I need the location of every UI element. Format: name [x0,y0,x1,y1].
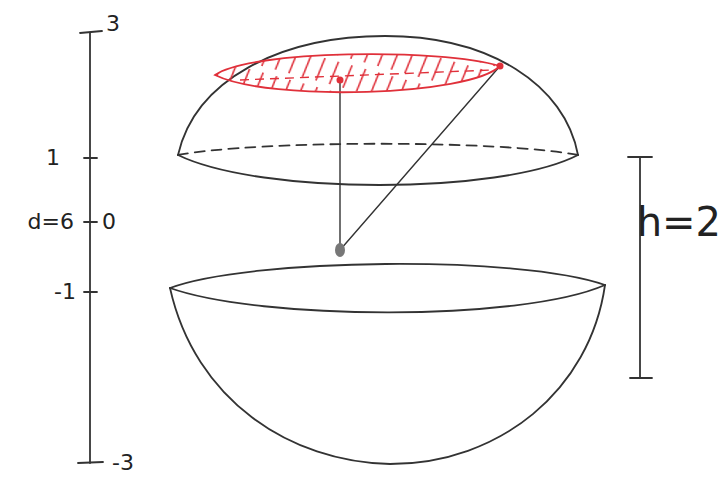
diameter-label: d=6 [28,211,74,233]
lower-cap-back-rim [170,264,605,288]
cross-section-diameter [240,70,492,80]
scale-value: 0 [102,211,116,233]
upper-cap-dome [178,36,578,155]
scale-line [89,33,91,463]
height-bracket [630,377,652,379]
upper-cap-back-rim [178,144,578,155]
section-edge-dot [497,63,504,70]
scale-value: -3 [112,452,134,474]
cross-section-disk [215,54,500,92]
radius-line [340,66,500,250]
lower-cap-bowl [170,285,605,464]
scale-tick [84,157,97,159]
sphere-center-dot [335,243,345,257]
scale-tick [84,291,97,293]
height-bracket [639,157,641,378]
scale-tick [80,31,102,33]
scale-value: 3 [106,13,120,35]
height-bracket [628,156,652,158]
axis-line [339,80,340,250]
scale-value: 1 [46,147,60,169]
upper-cap-front-rim [178,155,578,185]
scale-tick [84,221,97,223]
height-label: h=2 [637,202,721,242]
scale-tick [78,462,103,463]
scale-value: -1 [54,281,76,303]
section-center-dot [337,77,344,84]
lower-cap-front-rim [170,285,605,312]
